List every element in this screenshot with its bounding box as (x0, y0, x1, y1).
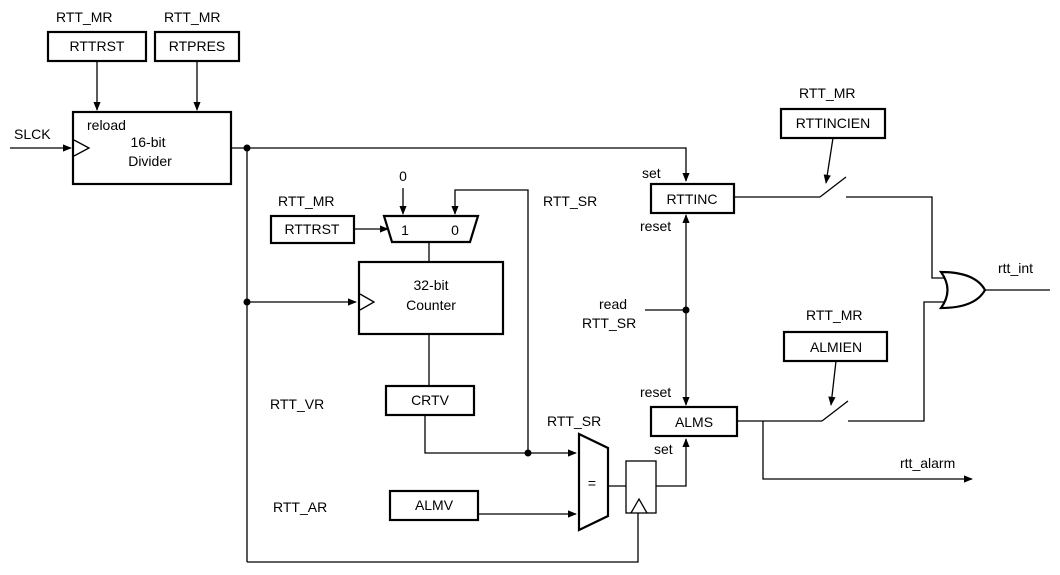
almien-field-label: ALMIEN (810, 339, 862, 355)
alarm-register-to-alms-wire (656, 438, 690, 487)
or-gate (938, 270, 987, 310)
divider-output-wire (231, 147, 690, 182)
mux-input1-label: 1 (401, 222, 409, 238)
rttrst-field-label: RTTRST (70, 38, 125, 54)
comparator (577, 432, 610, 532)
rttincien-register-label: RTT_MR (799, 85, 856, 101)
rttinc-reset-label: reset (640, 218, 671, 234)
rttinc-field-box (649, 182, 736, 215)
alms-reset-label: reset (640, 384, 671, 400)
rtt-sr-bottom-label: RTT_SR (547, 413, 601, 429)
almien-control-wire (828, 360, 837, 406)
almv-field-box (388, 489, 480, 522)
counter-title-line2: Counter (406, 297, 456, 313)
alms-field-box (649, 405, 739, 438)
rttrst-mux-register-label: RTT_MR (278, 193, 335, 209)
divider-clock-triangle (73, 139, 91, 157)
counter-feedback-wire (451, 189, 529, 453)
rtt-vr-label: RTT_VR (270, 396, 324, 412)
rttinc-switch-blade (819, 176, 847, 198)
read-label: read (599, 296, 627, 312)
rtt-int-label: rtt_int (998, 260, 1033, 276)
rttinc-switch-output-wire (846, 196, 948, 279)
rttrst-mux-field-label: RTTRST (285, 221, 340, 237)
read-register-label: RTT_SR (582, 315, 636, 331)
crtv-field-box (384, 384, 476, 417)
almien-register-label: RTT_MR (806, 307, 863, 323)
alarm-register-clock-triangle (630, 497, 648, 514)
rttrst-register-label: RTT_MR (56, 9, 113, 25)
alarm-edge-register (625, 460, 657, 514)
divider-title-line2: Divider (128, 153, 172, 169)
mux-const-input-label: 0 (399, 168, 407, 184)
rtt-alarm-label: rtt_alarm (900, 455, 955, 471)
alms-field-label: ALMS (675, 414, 713, 430)
divider-reload-label: reload (87, 117, 126, 133)
alms-set-label: set (654, 441, 673, 457)
almv-field-label: ALMV (415, 497, 454, 513)
rtt-ar-label: RTT_AR (273, 499, 327, 515)
rttinc-set-label: set (642, 165, 661, 181)
rtpres-register-label: RTT_MR (164, 9, 221, 25)
alms-switch-blade (821, 400, 849, 422)
rtpres-field-label: RTPRES (169, 38, 226, 54)
counter-block (357, 260, 505, 336)
divider-block (71, 110, 233, 186)
rttinc-field-label: RTTINC (666, 191, 717, 207)
counter-clock-triangle (359, 293, 376, 311)
rttincien-field-label: RTTINCIEN (796, 115, 870, 131)
crtv-field-label: CRTV (411, 392, 450, 408)
clock-to-alarm-register-wire (247, 513, 639, 563)
rtt-alarm-wire (762, 421, 973, 483)
slck-label: SLCK (14, 126, 51, 142)
rttrst-mux-field-box (269, 214, 356, 245)
almien-field-box (782, 330, 889, 363)
counter-title-line1: 32-bit (413, 277, 448, 293)
rttincien-field-box (779, 107, 887, 140)
rtt-sr-top-label: RTT_SR (543, 193, 597, 209)
counter-mux (382, 214, 480, 244)
comparator-symbol: = (588, 475, 596, 491)
rttincien-control-wire (823, 137, 834, 184)
mux-input0-label: 0 (451, 222, 459, 238)
alms-switch-output-wire (848, 301, 948, 422)
crtv-feedback-junction (524, 449, 532, 457)
divider-title-line1: 16-bit (130, 134, 165, 150)
